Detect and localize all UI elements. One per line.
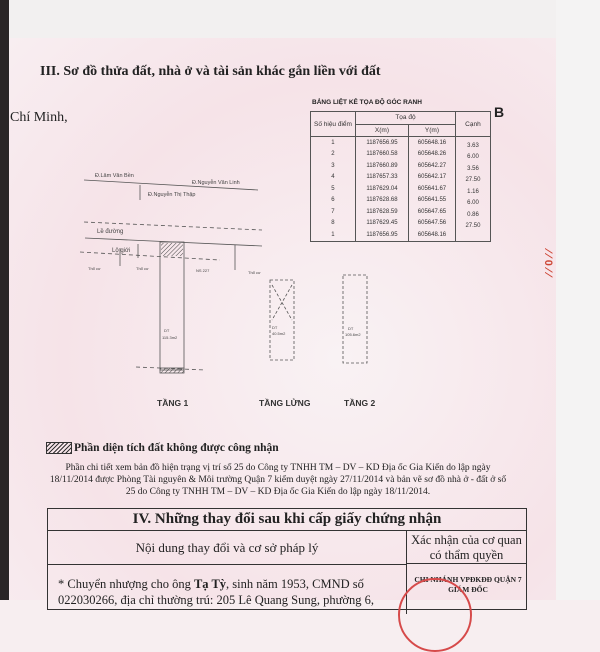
- area-label: DT: [272, 325, 278, 330]
- cell-edge: 3.56: [454, 165, 491, 177]
- neighbor-label: Thổ cư: [136, 266, 149, 271]
- right-margin: [556, 0, 600, 600]
- floor-label-2: TẦNG 2: [344, 398, 376, 408]
- area-value: 115.3m2: [162, 335, 178, 340]
- cell-edge: 6.00: [454, 200, 491, 212]
- city-fragment: Chí Minh,: [10, 110, 68, 125]
- cell-y: 605648.26: [407, 148, 456, 160]
- area-value: 40.5m2: [272, 331, 286, 336]
- unrecognized-area-hatch: [161, 243, 183, 256]
- legend-label: Phần diện tích đất không được công nhận: [74, 442, 279, 454]
- road-edge-label: Lề đường: [97, 229, 123, 235]
- site-plan: Đ.Lâm Văn Bền Đ.Nguyễn Văn Linh Đ.Nguyễn…: [79, 173, 368, 374]
- neighbor-label: Thổ cư: [88, 266, 101, 271]
- cell-point: 1: [310, 136, 356, 149]
- entry-name: Tạ Tỳ: [193, 577, 227, 591]
- side-mark: B: [494, 104, 505, 120]
- area-value: 105.6m2: [345, 332, 361, 337]
- page-edge: [0, 0, 9, 600]
- neighbor-label: Thổ cư: [248, 270, 261, 275]
- street-label: Đ.Nguyễn Văn Linh: [192, 179, 240, 186]
- section-4-title: IV. Những thay đổi sau khi cấp giấy chứn…: [48, 509, 526, 531]
- official-seal: [398, 578, 472, 652]
- column-header-content: Nội dung thay đổi và cơ sở pháp lý: [48, 531, 407, 565]
- signer-title: GIÁM ĐỐC: [448, 585, 488, 594]
- cell-x: 1187660.58: [354, 148, 409, 160]
- floor-label-1: TẦNG 1: [157, 398, 189, 408]
- header-edge: Cạnh: [454, 111, 491, 137]
- header-x: X(m): [354, 123, 409, 137]
- setback-label: Lộ giới: [112, 248, 130, 254]
- cell-edge: 6.00: [454, 154, 491, 166]
- column-header-confirmation: Xác nhận của cơ quan có thẩm quyền: [407, 531, 526, 564]
- section-3-title: III. Sơ đồ thửa đất, nhà ở và tài sản kh…: [40, 64, 381, 79]
- coord-table-title: BẢNG LIỆT KÊ TỌA ĐỘ GÓC RANH: [312, 99, 422, 106]
- house-number: NS 227: [196, 268, 210, 273]
- header-point: Số hiệu điểm: [310, 111, 356, 137]
- header-y: Y(m): [407, 123, 456, 137]
- street-label: Đ.Nguyễn Thị Thập: [148, 191, 196, 198]
- column-divider: [406, 564, 407, 614]
- header-coords: Tọa độ: [354, 111, 456, 125]
- cell-edge: 3.63: [454, 142, 491, 154]
- cell-edge: 0.86: [454, 211, 491, 223]
- note-paragraph: Phần chi tiết xem bản đồ hiện trạng vị t…: [49, 463, 507, 497]
- top-margin: [0, 0, 600, 38]
- street-label: Đ.Lâm Văn Bền: [95, 173, 134, 179]
- cell-edge: 27.50: [454, 177, 491, 189]
- cell-edge: 1.16: [454, 188, 491, 200]
- cell-x: 1187656.95: [354, 136, 409, 149]
- signer-org: CHI NHÁNH VPĐKĐĐ QUẬN 7: [414, 575, 522, 584]
- legend: Phần diện tích đất không được công nhận: [46, 442, 279, 455]
- area-label: DT: [164, 328, 170, 333]
- cell-y: 605648.16: [407, 136, 456, 149]
- entry-text: * Chuyển nhượng cho ông: [58, 577, 194, 591]
- red-stamp-edge: ⁄ ⁄ 0 ⁄ ⁄: [542, 250, 554, 276]
- cell-point: 2: [310, 148, 356, 160]
- floor-label-mezzanine: TẦNG LỬNG: [259, 398, 311, 408]
- change-entry: * Chuyển nhượng cho ông Tạ Tỳ, sinh năm …: [58, 576, 398, 608]
- cell-edge: 27.50: [454, 223, 491, 236]
- hatch-swatch: [46, 442, 72, 455]
- cell-y: 605648.16: [407, 229, 456, 242]
- area-label: DT: [348, 326, 354, 331]
